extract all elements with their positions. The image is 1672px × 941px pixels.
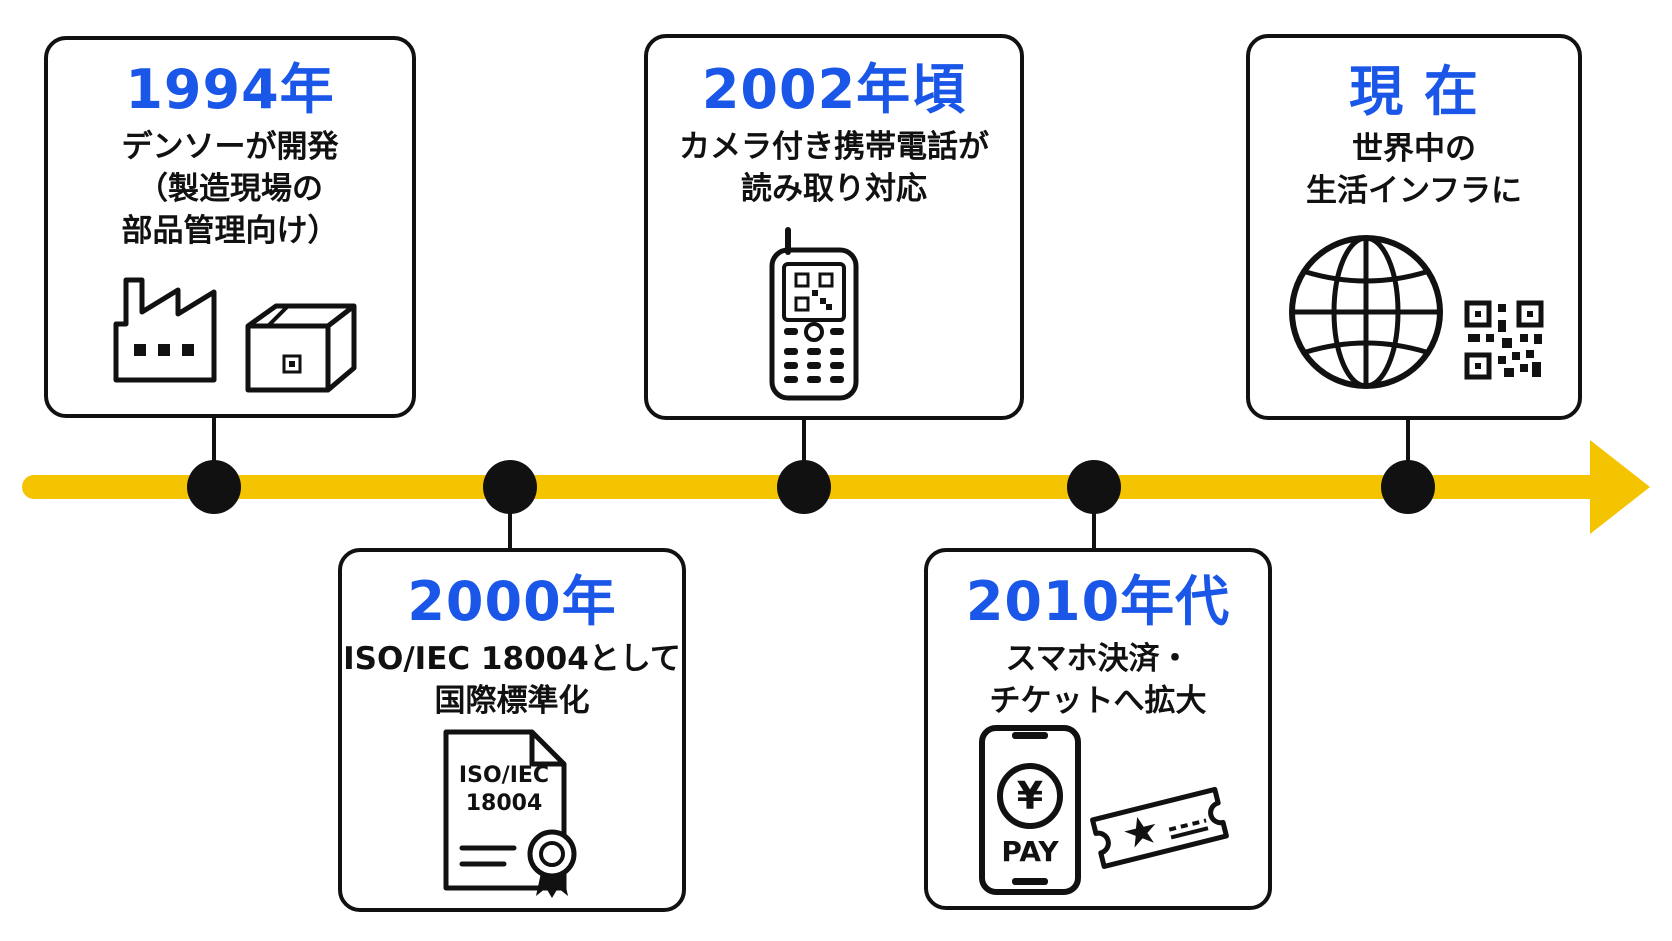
standard-document-icon: ISO/IEC 18004: [440, 728, 590, 898]
event-description: デンソーが開発 （製造現場の 部品管理向け）: [48, 126, 412, 252]
ticket-icon: [1090, 786, 1229, 869]
event-card-1994: 1994年 デンソーが開発 （製造現場の 部品管理向け）: [44, 36, 416, 418]
description-line: 読み取り対応: [741, 171, 927, 207]
description-line: （製造現場の: [137, 171, 323, 207]
event-year: 2002年頃: [701, 58, 967, 121]
event-year: 2010年代: [965, 570, 1231, 633]
connector-2002: [802, 416, 806, 464]
factory-icon: [113, 277, 217, 383]
description-line: カメラ付き携帯電話が: [679, 129, 989, 165]
event-card-2000: 2000年 ISO/IEC 18004として 国際標準化 ISO/IEC 180…: [338, 548, 686, 912]
description-line: 世界中の: [1352, 131, 1476, 167]
pay-label: PAY: [1001, 835, 1059, 868]
timeline-dot-2000: [483, 460, 537, 514]
event-year: 現 在: [1349, 60, 1479, 123]
connector-now: [1406, 416, 1410, 464]
event-description: スマホ決済・ チケットへ拡大: [928, 638, 1268, 722]
connector-1994: [212, 414, 216, 464]
qr-code-icon: [1464, 300, 1544, 380]
description-line: 国際標準化: [434, 683, 590, 719]
description-line: デンソーが開発: [121, 129, 339, 165]
timeline-dot-2010s: [1067, 460, 1121, 514]
description-line: 部品管理向け）: [121, 213, 339, 249]
description-line: チケットへ拡大: [989, 683, 1207, 719]
event-card-2010s: 2010年代 スマホ決済・ チケットへ拡大 ¥ PAY: [924, 548, 1272, 910]
parcel-box-icon: [245, 303, 357, 393]
description-line: ISO/IEC 18004として: [343, 641, 681, 677]
smartphone-payment-icon: ¥ PAY: [978, 724, 1082, 896]
event-card-2002: 2002年頃 カメラ付き携帯電話が 読み取り対応: [644, 34, 1024, 420]
event-description: ISO/IEC 18004として 国際標準化: [342, 638, 682, 722]
event-year: 1994年: [125, 58, 335, 121]
event-description: 世界中の 生活インフラに: [1250, 128, 1578, 212]
timeline-dot-1994: [187, 460, 241, 514]
document-label: ISO/IEC 18004: [458, 763, 550, 816]
globe-icon: [1289, 235, 1443, 389]
timeline-dot-now: [1381, 460, 1435, 514]
description-line: 生活インフラに: [1305, 173, 1523, 209]
event-year: 2000年: [407, 570, 617, 633]
description-line: スマホ決済・: [1005, 641, 1191, 677]
timeline-dot-2002: [777, 460, 831, 514]
event-card-now: 現 在 世界中の 生活インフラに: [1246, 34, 1582, 420]
yen-symbol: ¥: [1016, 774, 1044, 818]
connector-2000: [508, 510, 512, 552]
connector-2010s: [1092, 510, 1096, 552]
event-description: カメラ付き携帯電話が 読み取り対応: [648, 126, 1020, 210]
feature-phone-icon: [769, 227, 859, 401]
